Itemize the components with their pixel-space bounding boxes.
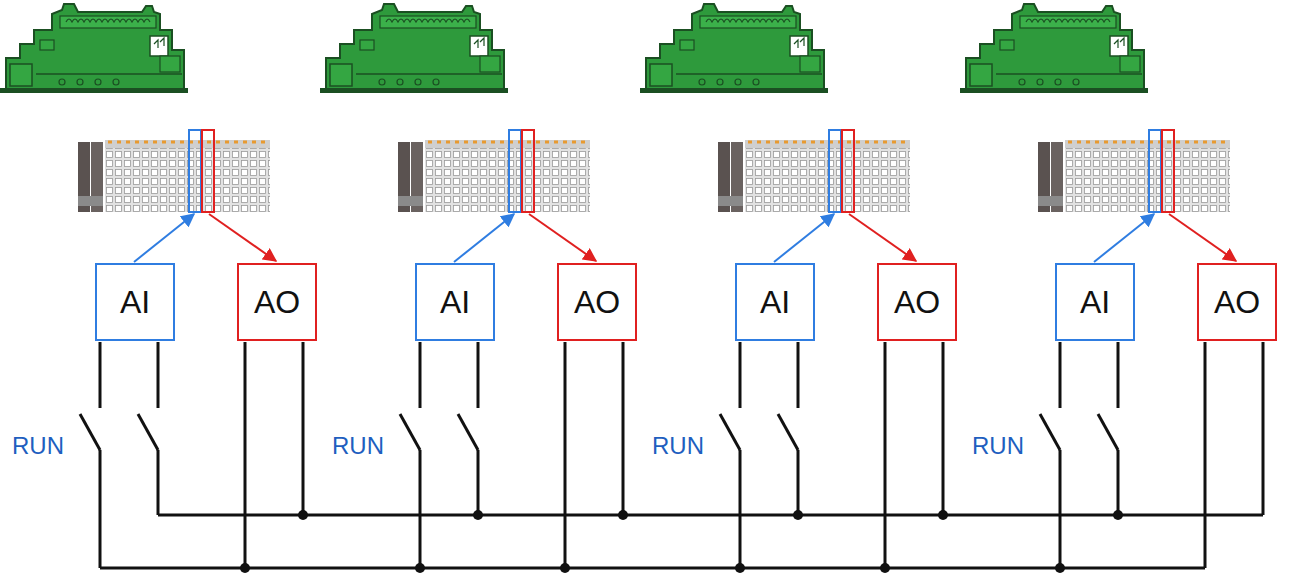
switch-label: RUN bbox=[652, 432, 704, 460]
node-label: AO bbox=[1214, 284, 1260, 321]
analog-input-box: AI bbox=[1055, 263, 1135, 341]
switch-label: RUN bbox=[332, 432, 384, 460]
node-label: AO bbox=[894, 284, 940, 321]
node-label: AI bbox=[760, 284, 790, 321]
analog-output-box: AO bbox=[1197, 263, 1277, 341]
analog-input-box: AI bbox=[735, 263, 815, 341]
analog-output-box: AO bbox=[237, 263, 317, 341]
switch-label: RUN bbox=[12, 432, 64, 460]
node-label: AO bbox=[574, 284, 620, 321]
analog-output-box: AO bbox=[877, 263, 957, 341]
switch-label: RUN bbox=[972, 432, 1024, 460]
analog-input-box: AI bbox=[95, 263, 175, 341]
analog-input-box: AI bbox=[415, 263, 495, 341]
generator-illustration bbox=[0, 4, 1148, 93]
analog-output-box: AO bbox=[557, 263, 637, 341]
wiring bbox=[80, 342, 1263, 568]
node-label: AO bbox=[254, 284, 300, 321]
io-module-illustration bbox=[78, 130, 1236, 262]
junction-dots bbox=[240, 510, 1123, 573]
node-label: AI bbox=[120, 284, 150, 321]
node-label: AI bbox=[1080, 284, 1110, 321]
node-label: AI bbox=[440, 284, 470, 321]
